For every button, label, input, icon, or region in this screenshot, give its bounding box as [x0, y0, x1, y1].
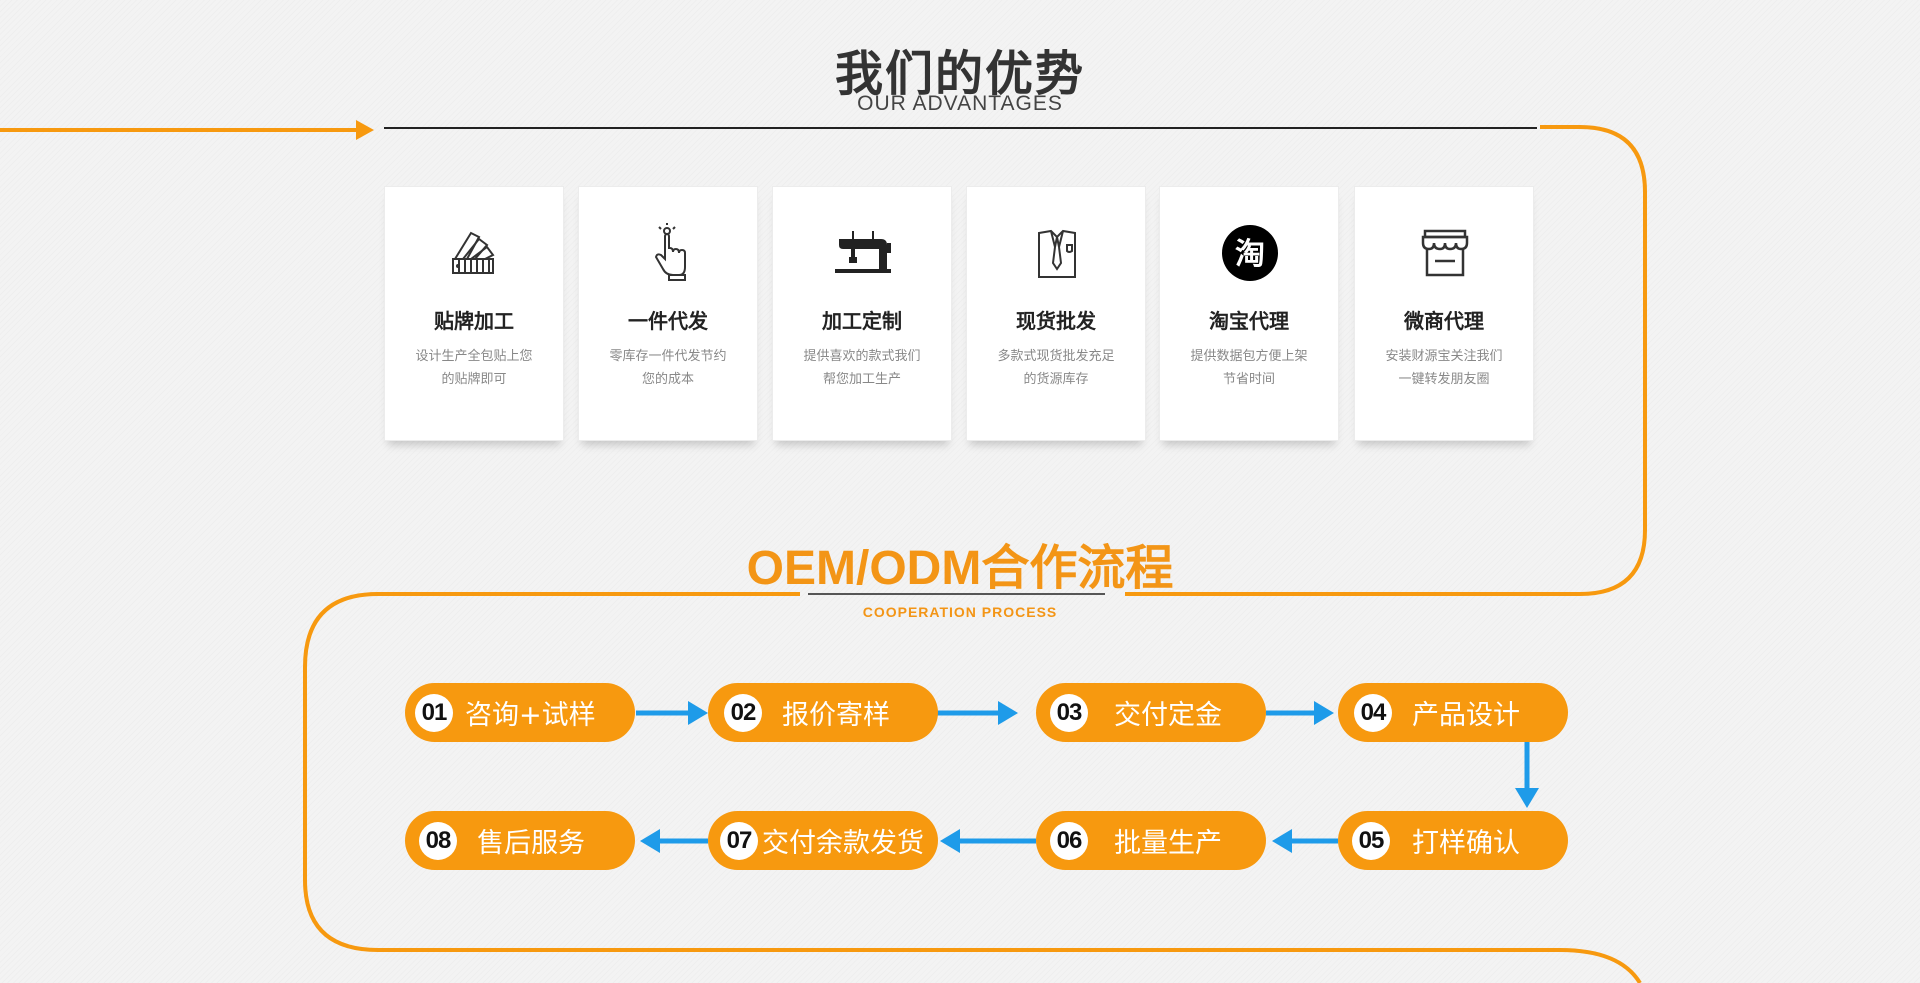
process-step-04[interactable]: 04 产品设计 — [1338, 683, 1568, 742]
step-number: 08 — [419, 821, 457, 860]
hand-pointer-icon — [654, 223, 686, 281]
step-number: 01 — [415, 693, 453, 732]
process-step-06[interactable]: 06 批量生产 — [1036, 811, 1266, 870]
step-number: 07 — [720, 821, 758, 860]
step-number: 06 — [1050, 821, 1088, 860]
arrow-left-icon — [1272, 829, 1292, 853]
process-step-01[interactable]: 01 咨询+试样 — [405, 683, 635, 742]
advantage-desc: 安装财源宝关注我们一键转发朋友圈 — [1385, 349, 1503, 387]
arrow-right-icon — [1314, 701, 1334, 725]
advantage-desc: 提供数据包方便上架节省时间 — [1190, 349, 1308, 387]
arrow-left-icon — [940, 829, 960, 853]
shop-icon — [1421, 229, 1469, 277]
advantage-title: 淘宝代理 — [1209, 309, 1289, 333]
advantage-title: 一件代发 — [628, 309, 708, 333]
step-label: 批量生产 — [1114, 828, 1222, 859]
advantage-card-dropship[interactable]: 一件代发 零库存一件代发节约您的成本 — [578, 186, 758, 441]
advantage-title: 贴牌加工 — [434, 309, 514, 333]
step-label: 交付余款发货 — [762, 828, 924, 859]
step-number: 04 — [1354, 693, 1392, 732]
shirt-icon — [1038, 229, 1076, 278]
advantage-title: 微商代理 — [1404, 309, 1484, 333]
advantages-title: 我们的优势 — [834, 46, 1085, 102]
process-step-05[interactable]: 05 打样确认 — [1338, 811, 1568, 870]
process-step-08[interactable]: 08 售后服务 — [405, 811, 635, 870]
taobao-glyph: 淘 — [1235, 237, 1265, 272]
step-label: 产品设计 — [1412, 700, 1520, 731]
step-label: 报价寄样 — [782, 700, 890, 731]
process-title: OEM/ODM合作流程 — [746, 542, 1174, 595]
step-label: 打样确认 — [1412, 828, 1520, 859]
arrow-down-icon — [1515, 788, 1539, 808]
advantage-desc: 提供喜欢的款式我们帮您加工生产 — [803, 349, 921, 387]
step-label: 咨询+试样 — [465, 700, 596, 731]
advantage-card-wechat[interactable]: 微商代理 安装财源宝关注我们一键转发朋友圈 — [1354, 186, 1534, 441]
advantage-title: 加工定制 — [822, 309, 902, 333]
advantage-card-custom[interactable]: 加工定制 提供喜欢的款式我们帮您加工生产 — [772, 186, 952, 441]
advantage-desc: 零库存一件代发节约您的成本 — [609, 349, 727, 387]
advantage-card-taobao[interactable]: 淘 淘宝代理 提供数据包方便上架节省时间 — [1159, 186, 1339, 441]
orange-loop-right — [1125, 125, 1647, 596]
arrow-right-icon — [688, 701, 708, 725]
advantage-card-oem[interactable]: 贴牌加工 设计生产全包贴上您的贴牌即可 — [384, 186, 564, 441]
sewing-machine-icon — [835, 231, 891, 273]
advantage-title: 现货批发 — [1016, 309, 1096, 333]
taobao-icon: 淘 — [1222, 225, 1278, 281]
color-swatch-icon — [452, 231, 495, 274]
arrow-left-icon — [640, 829, 660, 853]
step-number: 05 — [1352, 821, 1390, 860]
process-subtitle: COOPERATION PROCESS — [862, 604, 1058, 620]
step-label: 售后服务 — [477, 828, 585, 859]
step-number: 03 — [1050, 693, 1088, 732]
advantage-desc: 设计生产全包贴上您的贴牌即可 — [415, 349, 533, 387]
advantages-subtitle: OUR ADVANTAGES — [857, 92, 1063, 115]
orange-arrowhead — [356, 120, 374, 140]
advantage-card-wholesale[interactable]: 现货批发 多款式现货批发充足的货源库存 — [966, 186, 1146, 441]
process-step-03[interactable]: 03 交付定金 — [1036, 683, 1266, 742]
step-label: 交付定金 — [1114, 700, 1222, 731]
advantage-desc: 多款式现货批发充足的货源库存 — [997, 349, 1115, 387]
process-step-07[interactable]: 07 交付余款发货 — [708, 811, 938, 870]
arrow-right-icon — [998, 701, 1018, 725]
process-step-02[interactable]: 02 报价寄样 — [708, 683, 938, 742]
step-number: 02 — [724, 693, 762, 732]
orange-loop-left — [303, 592, 1642, 983]
